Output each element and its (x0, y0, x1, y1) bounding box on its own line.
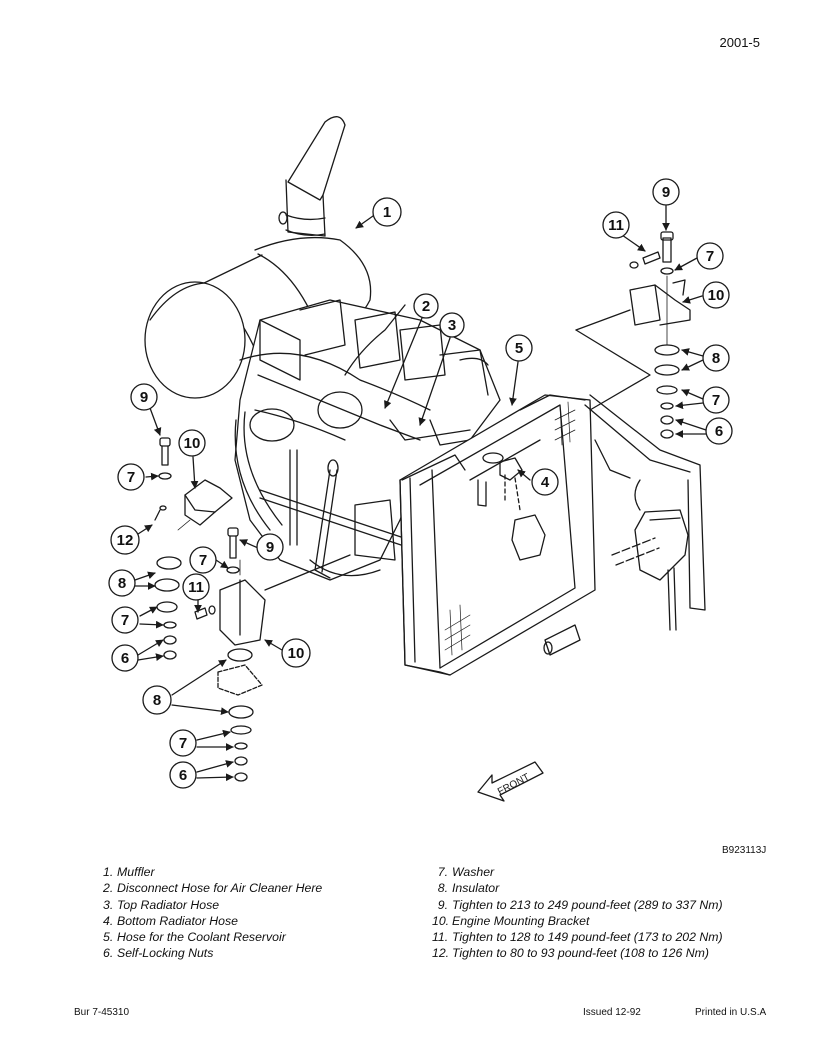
callout-10-right: 10 (702, 281, 730, 309)
callout-2: 2 (413, 293, 439, 319)
svg-text:5: 5 (515, 340, 523, 357)
callout-7-left-mid: 7 (189, 546, 217, 574)
callout-10-left-top: 10 (178, 429, 206, 457)
svg-text:9: 9 (266, 539, 274, 556)
legend-right-column: 7.Washer 8.Insulator 9.Tighten to 213 to… (432, 864, 723, 962)
callout-8-left-lower: 8 (142, 685, 172, 715)
figure-id: B923113J (722, 845, 767, 856)
callout-9-left-top: 9 (130, 383, 158, 411)
callout-6-left-lower: 6 (169, 761, 197, 789)
svg-text:7: 7 (179, 735, 187, 752)
svg-text:10: 10 (184, 435, 201, 452)
radiator (399, 394, 596, 676)
callout-9-right: 9 (652, 178, 680, 206)
front-direction-arrow: FRONT (477, 761, 544, 802)
legend-item: 3.Top Radiator Hose (103, 897, 220, 912)
svg-text:10: 10 (288, 645, 305, 662)
svg-text:8: 8 (118, 575, 126, 592)
callout-7-left-top: 7 (117, 463, 145, 491)
callout-6-left-mid: 6 (111, 644, 139, 672)
page-number: 2001-5 (719, 35, 760, 50)
svg-text:7: 7 (199, 552, 207, 569)
legend-item: 9.Tighten to 213 to 249 pound-feet (289 … (437, 897, 723, 912)
left-lower-mount-parts (154, 527, 351, 782)
svg-text:4: 4 (541, 474, 550, 491)
callouts: 1 2 3 4 5 9 11 7 10 8 7 6 9 10 7 12 9 7 … (108, 178, 733, 789)
svg-text:7: 7 (127, 469, 135, 486)
callout-6-right: 6 (705, 417, 733, 445)
svg-text:7: 7 (121, 612, 129, 629)
coolant-reservoir (584, 394, 706, 631)
svg-text:1: 1 (383, 204, 391, 221)
callout-9-left-mid: 9 (256, 533, 284, 561)
legend-item: 6.Self-Locking Nuts (103, 946, 214, 961)
engine-block (234, 299, 501, 581)
svg-text:8: 8 (712, 350, 720, 367)
callout-3: 3 (439, 312, 465, 338)
callout-7-right-top: 7 (696, 242, 724, 270)
callout-7-right: 7 (702, 386, 730, 414)
callout-8-right: 8 (702, 344, 730, 372)
legend-item: 2.Disconnect Hose for Air Cleaner Here (103, 881, 323, 896)
callout-11-right: 11 (602, 211, 630, 239)
svg-text:3: 3 (448, 317, 456, 334)
legend-left-column: 1.Muffler 2.Disconnect Hose for Air Clea… (103, 864, 322, 962)
svg-text:6: 6 (121, 650, 129, 667)
svg-text:9: 9 (662, 184, 670, 201)
callout-1: 1 (372, 197, 402, 227)
svg-text:6: 6 (715, 423, 723, 440)
footer-issued: Issued 12-92 (583, 1007, 641, 1018)
legend-item: 8.Insulator (437, 881, 500, 896)
svg-text:8: 8 (153, 692, 161, 709)
callout-5: 5 (505, 334, 533, 362)
callout-7-left-mid2: 7 (111, 606, 139, 634)
exhaust-stack (278, 116, 346, 237)
svg-text:2: 2 (422, 298, 430, 315)
callout-7-left-lower: 7 (169, 729, 197, 757)
svg-text:11: 11 (608, 217, 624, 234)
callout-11-left: 11 (182, 573, 210, 601)
legend-item: 10.Engine Mounting Bracket (432, 913, 590, 928)
callout-10-left-lower: 10 (281, 638, 311, 668)
svg-text:7: 7 (706, 248, 714, 265)
footer-doc-number: Bur 7-45310 (74, 1007, 130, 1018)
legend-item: 5.Hose for the Coolant Reservoir (103, 930, 286, 945)
leader-lines (134, 205, 707, 782)
callout-12: 12 (110, 525, 140, 555)
svg-text:9: 9 (140, 389, 148, 406)
callout-8-left-mid: 8 (108, 569, 136, 597)
right-mount-parts (575, 231, 691, 439)
svg-text:6: 6 (179, 767, 187, 784)
svg-text:12: 12 (117, 532, 134, 549)
legend-item: 4.Bottom Radiator Hose (103, 913, 238, 928)
legend-item: 1.Muffler (103, 865, 155, 879)
callout-4: 4 (531, 468, 559, 496)
engine-removal-illustration: FRONT (108, 116, 733, 802)
svg-text:7: 7 (712, 392, 720, 409)
legend-item: 11.Tighten to 128 to 149 pound-feet (173… (432, 930, 723, 945)
svg-text:10: 10 (708, 287, 725, 304)
legend-item: 7.Washer (437, 865, 495, 879)
footer-printed: Printed in U.S.A (695, 1007, 767, 1018)
svg-text:11: 11 (188, 579, 204, 596)
legend-item: 12.Tighten to 80 to 93 pound-feet (108 t… (432, 946, 709, 961)
